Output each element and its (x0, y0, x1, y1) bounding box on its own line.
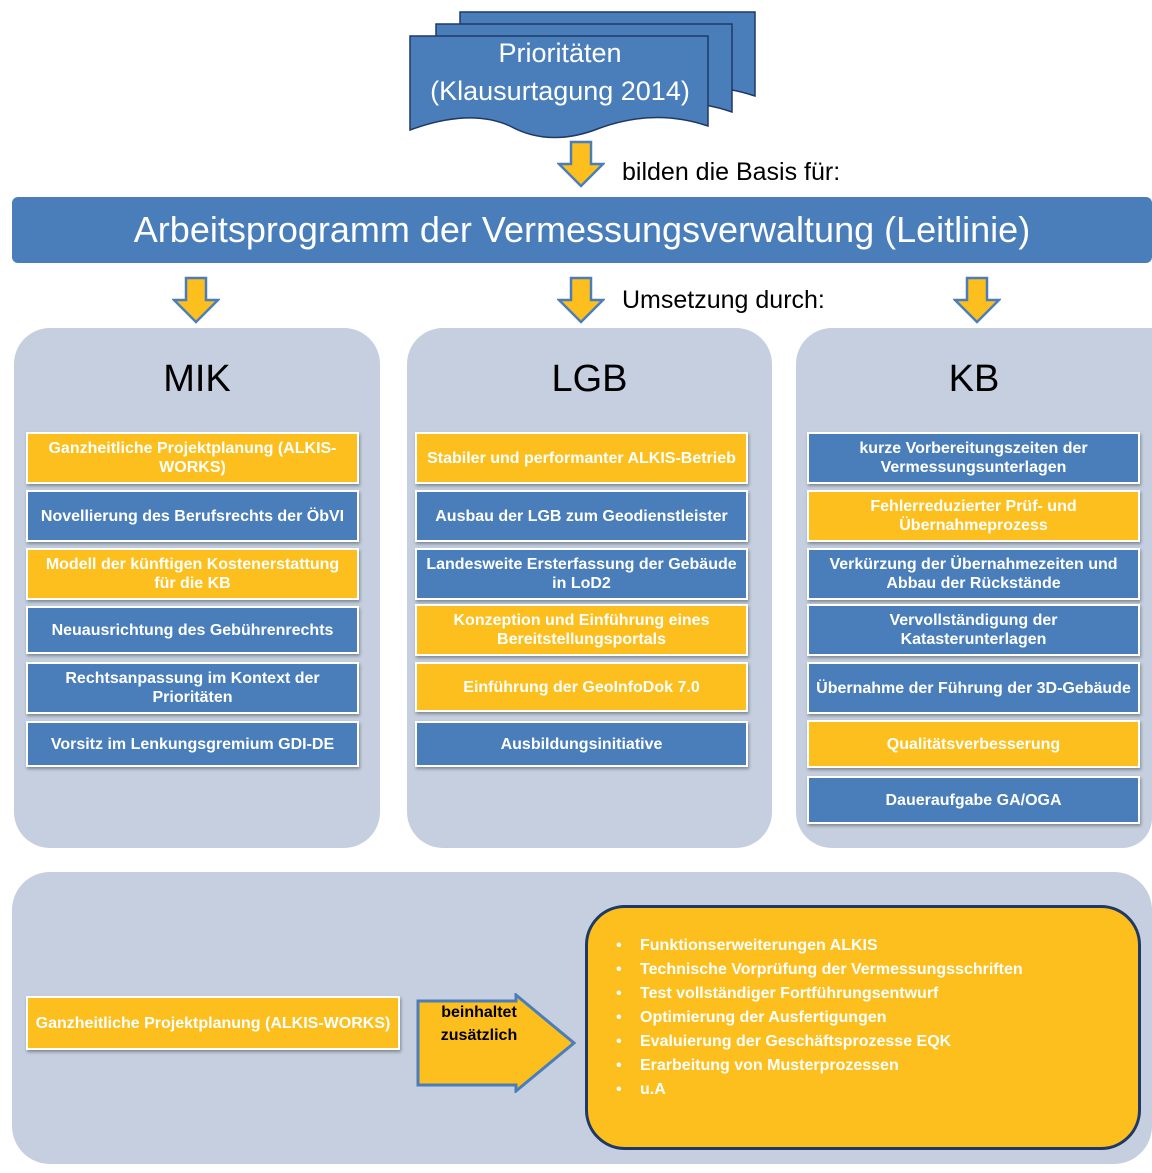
item-kb-7: Daueraufgabe GA/OGA (807, 776, 1140, 824)
list-item: • Evaluierung der Geschäftsprozesse EQK (616, 1030, 1023, 1054)
item-mik-3: Modell der künftigen Kostenerstattung fü… (26, 548, 359, 600)
item-lgb-6: Ausbildungsinitiative (415, 721, 748, 767)
work-program-banner: Arbeitsprogramm der Vermessungsverwaltun… (12, 197, 1152, 263)
list-item: • Erarbeitung von Musterprozessen (616, 1054, 1023, 1078)
list-item: • Test vollständiger Fortführungsentwurf (616, 982, 1023, 1006)
bullet-icon: • (616, 937, 622, 954)
list-item-label: Optimierung der Ausfertigungen (640, 1009, 887, 1026)
doc-title-line1: Prioritäten (498, 38, 622, 68)
item-kb-3: Verkürzung der Übernahmezeiten und Abbau… (807, 548, 1140, 600)
down-arrow-icon (172, 276, 220, 324)
column-title-kb: KB (948, 358, 1000, 400)
list-item: • Technische Vorprüfung der Vermessungssc… (616, 958, 1023, 982)
item-kb-5: Übernahme der Führung der 3D-Gebäude (807, 662, 1140, 714)
item-lgb-3: Landesweite Ersterfassung der Gebäude in… (415, 548, 748, 600)
document-stack-icon (409, 11, 756, 139)
item-mik-6: Vorsitz im Lenkungsgremium GDI-DE (26, 721, 359, 767)
list-item: • u.A (616, 1078, 1023, 1102)
item-kb-4: Vervollständigung der Katasterunterlagen (807, 604, 1140, 656)
arrow-label-line1: beinhaltet (441, 1004, 517, 1021)
list-item-label: Test vollständiger Fortführungsentwurf (640, 985, 939, 1002)
detail-source-box: Ganzheitliche Projektplanung (ALKIS-WORK… (26, 996, 400, 1050)
list-item-label: u.A (640, 1081, 666, 1098)
item-lgb-1: Stabiler und performanter ALKIS-Betrieb (415, 432, 748, 484)
list-item-label: Funktionserweiterungen ALKIS (640, 937, 878, 954)
additional-items-callout: • Funktionserweiterungen ALKIS • Technisch… (585, 905, 1141, 1150)
bullet-icon: • (616, 961, 622, 978)
item-lgb-4: Konzeption und Einführung eines Bereitst… (415, 604, 748, 656)
column-title-lgb: LGB (551, 358, 628, 400)
right-arrow-icon (416, 993, 577, 1093)
list-item-label: Evaluierung der Geschäftsprozesse EQK (640, 1033, 952, 1050)
down-arrow-icon (953, 276, 1001, 324)
down-arrow-icon (557, 276, 605, 324)
list-item: • Funktionserweiterungen ALKIS (616, 934, 1023, 958)
item-kb-2: Fehlerreduzierter Prüf- und Übernahmepro… (807, 490, 1140, 542)
item-lgb-5: Einführung der GeoInfoDok 7.0 (415, 662, 748, 712)
umsetzung-caption: Umsetzung durch: (622, 286, 825, 314)
arrow-label-line2: zusätzlich (440, 1027, 518, 1044)
bullet-icon: • (616, 985, 622, 1002)
item-mik-4: Neuausrichtung des Gebührenrechts (26, 606, 359, 654)
bullet-icon: • (616, 1081, 622, 1098)
item-mik-1: Ganzheitliche Projektplanung (ALKIS-WORK… (26, 432, 359, 484)
item-kb-6: Qualitätsverbesserung (807, 720, 1140, 768)
list-item-label: Erarbeitung von Musterprozessen (640, 1057, 899, 1074)
list-item: • Optimierung der Ausfertigungen (616, 1006, 1023, 1030)
doc-title-line2: (Klausurtagung 2014) (430, 76, 690, 106)
basis-caption: bilden die Basis für: (622, 158, 841, 186)
column-title-mik: MIK (163, 358, 231, 400)
down-arrow-icon (557, 140, 605, 188)
item-lgb-2: Ausbau der LGB zum Geodienstleister (415, 490, 748, 542)
bullet-icon: • (616, 1033, 622, 1050)
bullet-icon: • (616, 1057, 622, 1074)
item-kb-1: kurze Vorbereitungszeiten der Vermessung… (807, 432, 1140, 484)
bullet-icon: • (616, 1009, 622, 1026)
item-mik-5: Rechtsanpassung im Kontext der Priorität… (26, 662, 359, 714)
additional-items-list: • Funktionserweiterungen ALKIS • Technisch… (616, 934, 1023, 1102)
contains-additionally-label: beinhaltet zusätzlich (424, 1001, 534, 1047)
item-mik-2: Novellierung des Berufsrechts der ÖbVI (26, 490, 359, 542)
list-item-label: Technische Vorprüfung der Vermessungssch… (640, 961, 1023, 978)
priorities-document-title: Prioritäten (Klausurtagung 2014) (412, 34, 708, 110)
